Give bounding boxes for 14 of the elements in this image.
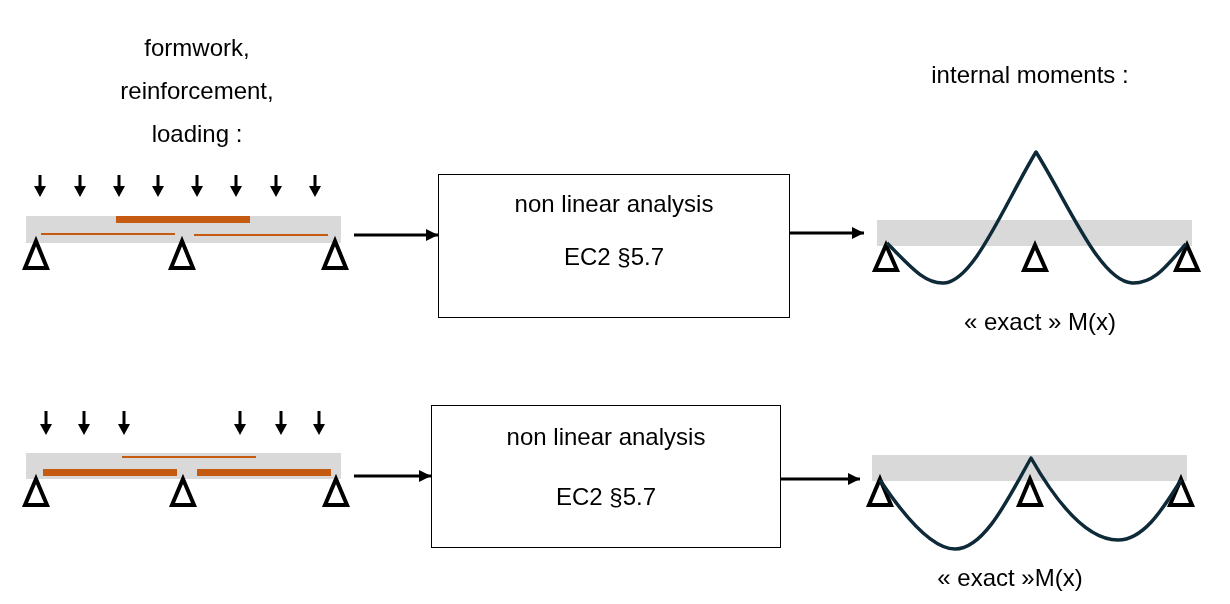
arrow <box>790 227 864 239</box>
process-title: non linear analysis <box>506 422 706 452</box>
process-box <box>438 174 790 318</box>
process-box <box>431 405 781 548</box>
standard-reference: EC2 §5.7 <box>563 242 665 272</box>
column-heading: formwork, reinforcement, loading : <box>119 33 275 149</box>
arrow <box>354 229 438 241</box>
standard-reference: EC2 §5.7 <box>555 482 657 512</box>
process-title: non linear analysis <box>514 189 714 219</box>
diagram-caption: « exact »M(x) <box>937 563 1083 593</box>
diagram-caption: « exact » M(x) <box>964 307 1116 337</box>
column-heading: internal moments : <box>931 60 1129 90</box>
arrow <box>781 473 860 485</box>
arrow <box>354 470 431 482</box>
